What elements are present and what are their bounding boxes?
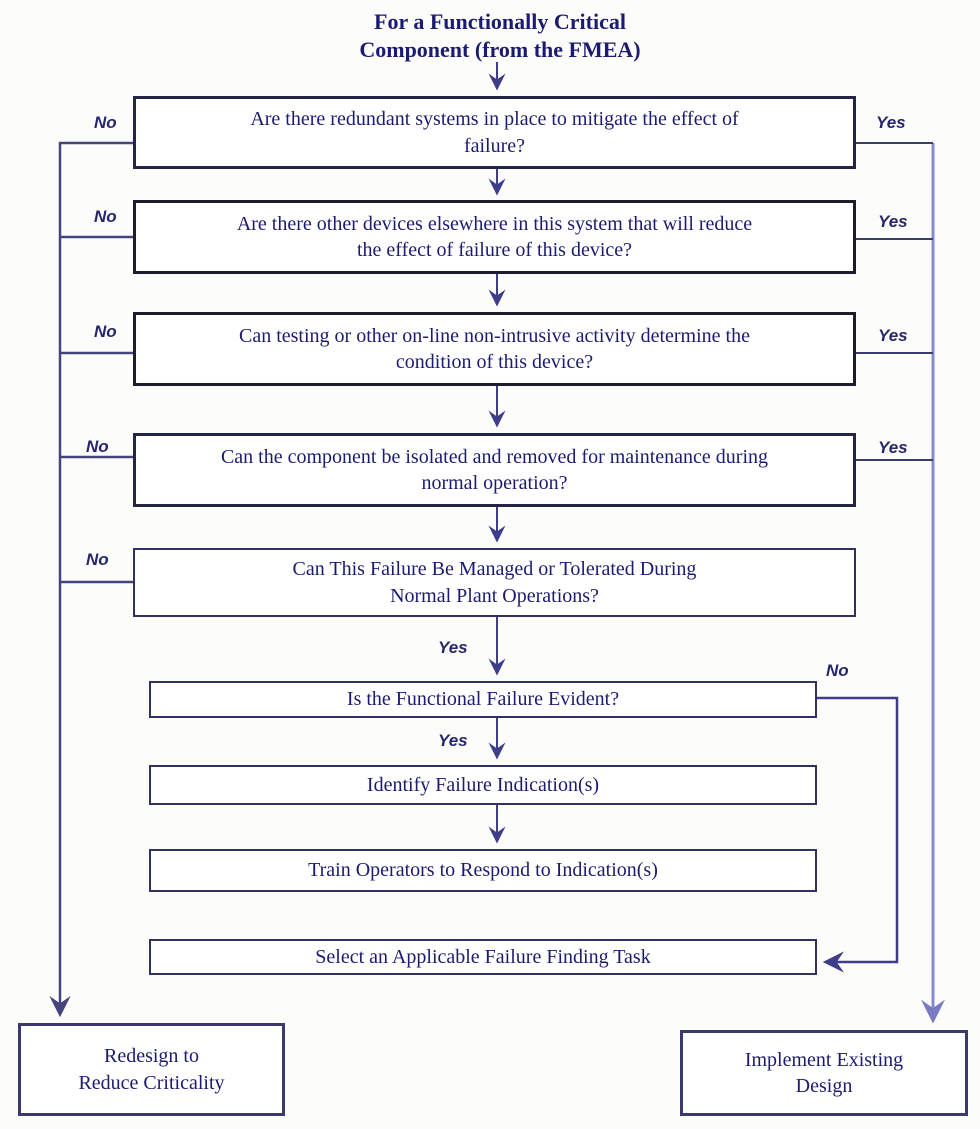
step-text-line: Select an Applicable Failure Finding Tas… [315, 945, 651, 968]
chart-title-line1: For a Functionally Critical [374, 9, 626, 34]
no-label-online-testing: No [94, 322, 117, 341]
terminal-text-line: Reduce Criticality [78, 1071, 225, 1094]
yes-label-redundant-systems: Yes [876, 113, 906, 132]
terminal-text-line: Design [795, 1075, 853, 1097]
decision-online-testing: Can testing or other on-line non-intrusi… [133, 312, 856, 386]
yes-rail [856, 142, 945, 1024]
terminal-text-line: Redesign to [104, 1045, 199, 1068]
no-label-managed-tolerated: No [86, 550, 109, 569]
decision-redundant-systems: Are there redundant systems in place to … [133, 96, 856, 169]
no-label-failure-evident: No [826, 661, 849, 680]
no-rail [49, 141, 133, 1018]
decision-text-line: Are there other devices elsewhere in thi… [236, 212, 753, 235]
step-text-line: Train Operators to Respond to Indication… [308, 859, 658, 882]
decision-text-line: normal operation? [421, 472, 568, 494]
terminal-implement: Implement Existing Design [680, 1030, 968, 1116]
step-train-operators: Train Operators to Respond to Indication… [149, 849, 817, 892]
decision-text-line: Are there redundant systems in place to … [250, 108, 739, 131]
step-select-task: Select an Applicable Failure Finding Tas… [149, 939, 817, 975]
step-text-line: Identify Failure Indication(s) [366, 773, 600, 796]
evident-no-branch [817, 696, 899, 973]
no-label-redundant-systems: No [94, 113, 117, 132]
decision-text-line: Can testing or other on-line non-intrusi… [239, 324, 750, 347]
decision-text-line: Can the component be isolated and remove… [220, 445, 769, 468]
no-label-other-devices: No [94, 207, 117, 226]
decision-text-line: condition of this device? [395, 351, 594, 373]
decision-text-line: the effect of failure of this device? [356, 239, 633, 261]
no-label-isolate-remove: No [86, 437, 109, 456]
decision-other-devices: Are there other devices elsewhere in thi… [133, 200, 856, 274]
chart-title-line2: Component (from the FMEA) [359, 36, 641, 62]
decision-text-line: failure? [463, 134, 526, 157]
yes-label-other-devices: Yes [878, 212, 908, 231]
terminal-text-line: Implement Existing [744, 1048, 904, 1071]
decision-text-line: Is the Functional Failure Evident? [346, 688, 620, 711]
decision-failure-evident: Is the Functional Failure Evident? [149, 681, 817, 718]
terminal-redesign: Redesign to Reduce Criticality [18, 1023, 285, 1116]
decision-text-line: Can This Failure Be Managed or Tolerated… [292, 558, 697, 581]
decision-managed-tolerated: Can This Failure Be Managed or Tolerated… [133, 548, 856, 617]
yes-label-isolate-remove: Yes [878, 438, 908, 457]
chart-title: For a Functionally Critical Component (f… [250, 8, 750, 63]
yes-label-failure-evident: Yes [438, 731, 468, 750]
yes-label-online-testing: Yes [878, 326, 908, 345]
step-identify-indications: Identify Failure Indication(s) [149, 765, 817, 805]
decision-text-line: Normal Plant Operations? [390, 584, 599, 607]
decision-isolate-remove: Can the component be isolated and remove… [133, 433, 856, 507]
yes-label-managed-tolerated: Yes [438, 638, 468, 657]
